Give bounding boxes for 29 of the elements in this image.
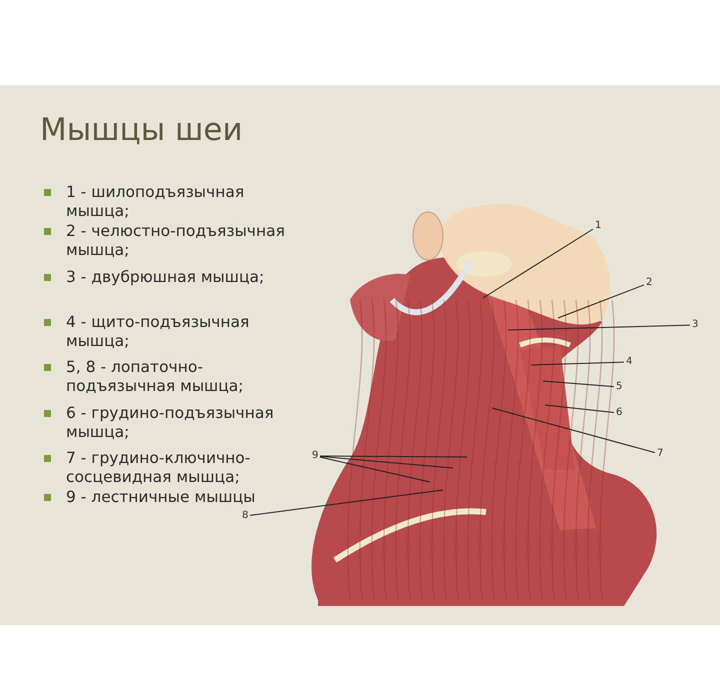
callout-number: 4 <box>625 356 634 368</box>
leader-line <box>320 456 430 482</box>
callout-number: 3 <box>691 319 700 331</box>
callout-number: 2 <box>645 277 654 289</box>
title: Мышцы шеи <box>40 112 243 148</box>
leader-line <box>542 380 614 388</box>
legend-item-text: 1 - шилоподъязычная мышца; <box>66 183 246 221</box>
leader-line <box>544 404 614 413</box>
legend-item-text: 4 - щито-подъязычная мышца; <box>66 313 250 351</box>
callout-number: 9 <box>311 450 320 462</box>
leader-line <box>250 490 444 516</box>
leader-line <box>482 228 594 298</box>
legend-item-text: 9 - лестничные мышцы <box>66 488 256 507</box>
legend-item-text: 7 - грудино-ключично-сосцевидная мышца; <box>66 449 252 487</box>
legend-item-text: 3 - двубрюшная мышца; <box>66 268 266 287</box>
legend-item-text: 6 - грудино-подъязычная мышца; <box>66 404 275 442</box>
leader-line <box>508 324 690 330</box>
callout-number: 8 <box>241 510 250 522</box>
legend-item-text: 2 - челюстно-подъязычная мышца; <box>66 222 286 260</box>
callout-number: 1 <box>594 220 602 232</box>
leader-line <box>320 456 468 458</box>
leader-line <box>320 456 454 468</box>
leader-line <box>492 408 656 454</box>
callout-number: 6 <box>615 407 624 419</box>
callout-number: 7 <box>656 448 664 460</box>
callout-number: 5 <box>615 381 624 393</box>
legend-item-text: 5, 8 - лопаточно-подъязычная мышца; <box>66 358 245 396</box>
leader-line <box>530 362 624 366</box>
leader-line <box>558 284 644 318</box>
